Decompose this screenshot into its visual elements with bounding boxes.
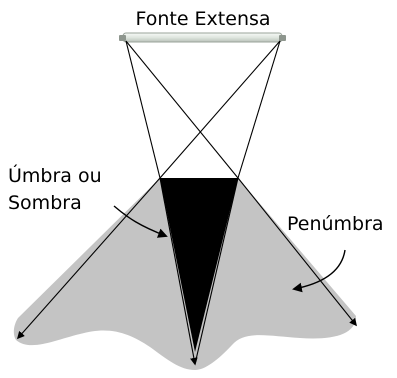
umbra-label-line2: Sombra [8, 192, 82, 214]
light-source-tube [119, 32, 286, 43]
umbra-pointer-arrow [113, 205, 168, 238]
source-label: Fonte Extensa [135, 8, 270, 30]
umbra-label-line1: Úmbra ou [8, 163, 102, 187]
light-rays [16, 40, 357, 366]
umbra-region [160, 178, 238, 352]
penumbra-pointer-arrow [292, 249, 346, 293]
penumbra-label: Penúmbra [287, 213, 384, 235]
